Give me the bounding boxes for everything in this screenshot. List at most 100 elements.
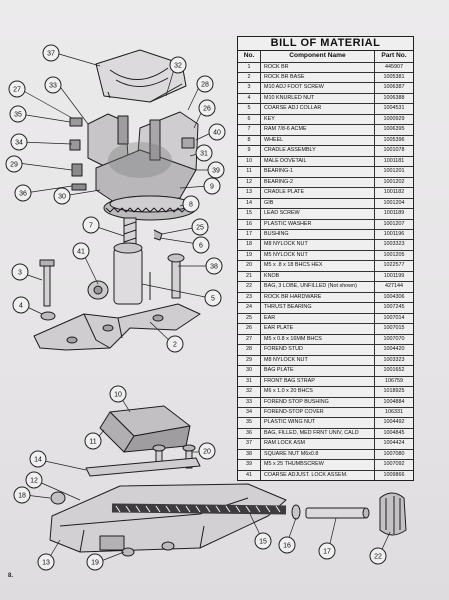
- lead-screw-part: [111, 503, 287, 515]
- bom-cell-name: PLASTIC WASHER: [261, 219, 375, 229]
- callout-38: 38: [205, 257, 223, 275]
- bom-cell-no: 9: [238, 146, 261, 156]
- bom-cell-part: 1004492: [383, 419, 405, 426]
- bom-cell-name: M8 NYLOCK NUT: [261, 240, 375, 250]
- bom-cell-part: 1007015: [383, 325, 405, 332]
- callout-29: 29: [5, 155, 23, 173]
- bom-cell-no: 20: [238, 261, 261, 271]
- callout-37: 37: [42, 44, 60, 62]
- callout-3: 3: [11, 263, 29, 281]
- bom-cell-no: 13: [238, 188, 261, 198]
- bom-cell-name: FOREND STOP BUSHING: [261, 397, 375, 407]
- nylock-nut-part: [121, 541, 175, 557]
- front-bag-part: [95, 49, 187, 103]
- bom-cell-name: M5 NYLOCK NUT: [261, 250, 375, 261]
- callout-39: 39: [207, 161, 225, 179]
- bom-cell-no: 5: [238, 104, 261, 114]
- bom-cell-no: 18: [238, 240, 261, 250]
- bom-cell-name: FRONT BAG STRAP: [261, 376, 375, 386]
- bom-cell-name: RAM 7/8-6 ACME: [261, 125, 375, 135]
- callout-36: 36: [14, 184, 32, 202]
- bom-cell-no: 6: [238, 114, 261, 125]
- gib-and-bolts-part: [85, 444, 201, 477]
- bom-cell-name: BEARING-2: [261, 177, 375, 188]
- bom-cell-name: KNOB: [261, 271, 375, 282]
- bom-cell-name: KEY: [261, 114, 375, 125]
- bom-cell-part: 1001205: [383, 251, 405, 258]
- bom-cell-no: 8: [238, 135, 261, 146]
- knob-part: [379, 492, 407, 536]
- bom-cell-name: CRADLE PLATE: [261, 188, 375, 198]
- bom-cell-part: 1000929: [383, 115, 405, 122]
- callout-27: 27: [8, 80, 26, 98]
- callout-5: 5: [204, 289, 222, 307]
- bom-cell-part: 1007092: [383, 461, 405, 468]
- bom-cell-no: 11: [238, 167, 261, 177]
- callout-35: 35: [9, 105, 27, 123]
- bom-cell-part: 1004306: [383, 293, 405, 300]
- bom-cell-no: 10: [238, 156, 261, 167]
- bom-cell-no: 17: [238, 230, 261, 240]
- bom-cell-part: 1001181: [383, 157, 405, 164]
- bom-cell-part: 1007080: [383, 450, 405, 457]
- bom-cell-name: M5 x 25 THUMBSCREW: [261, 460, 375, 470]
- callout-16: 16: [278, 536, 296, 554]
- bom-cell-no: 22: [238, 282, 261, 292]
- bom-cell-name: BAG, FILLED, MED FRNT UNIV, CALD: [261, 428, 375, 439]
- bom-cell-no: 41: [238, 470, 261, 481]
- callout-2: 2: [166, 335, 184, 353]
- bom-cell-no: 21: [238, 271, 261, 282]
- bom-cell-no: 27: [238, 334, 261, 345]
- callout-34: 34: [10, 133, 28, 151]
- bom-cell-no: 25: [238, 313, 261, 324]
- callout-9: 9: [203, 177, 221, 195]
- male-dovetail-part: [99, 405, 191, 453]
- bom-cell-no: 38: [238, 449, 261, 460]
- bom-cell-part: 1001204: [383, 199, 405, 206]
- callout-26: 26: [198, 99, 216, 117]
- bom-cell-part: 1009866: [383, 471, 405, 478]
- callout-12: 12: [25, 471, 43, 489]
- bom-cell-part: 1003323: [383, 356, 405, 363]
- bom-cell-name: BUSHING: [261, 230, 375, 240]
- bom-cell-name: M6 x 1.0 x 20 BHCS: [261, 387, 375, 397]
- bom-cell-part: 1006387: [383, 84, 405, 91]
- coarse-adj-collar-part: [87, 242, 143, 305]
- bill-of-material-table: BILL OF MATERIAL No. Component Name Part…: [237, 36, 414, 482]
- callout-30: 30: [53, 187, 71, 205]
- callout-13: 13: [37, 553, 55, 571]
- bom-cell-part: 1022577: [383, 262, 405, 269]
- bom-cell-no: 33: [238, 397, 261, 407]
- bom-cell-name: CRADLE ASSEMBLY: [261, 146, 375, 156]
- callout-6: 6: [192, 236, 210, 254]
- bom-cell-name: SQUARE NUT M6x0.8: [261, 449, 375, 460]
- bom-cell-part: 445907: [385, 63, 403, 70]
- bom-cell-no: 12: [238, 177, 261, 188]
- bom-cell-name: THRUST BEARING: [261, 303, 375, 313]
- callout-11: 11: [84, 432, 102, 450]
